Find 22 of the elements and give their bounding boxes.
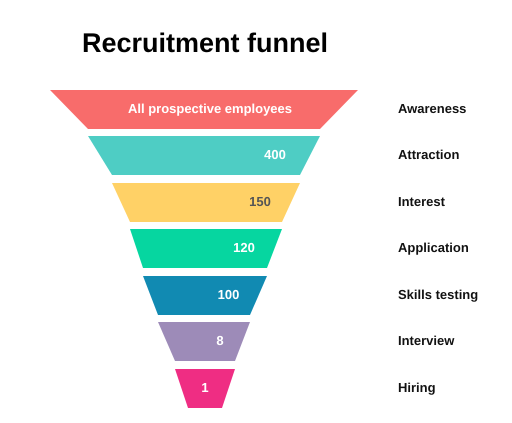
band-value: 1 bbox=[200, 380, 210, 395]
stage-label: Application bbox=[398, 240, 469, 255]
stage-label: Interest bbox=[398, 194, 445, 209]
funnel-band bbox=[50, 90, 358, 129]
funnel-band bbox=[130, 229, 282, 268]
band-value: All prospective employees bbox=[126, 101, 293, 116]
funnel-band bbox=[112, 183, 300, 222]
stage-label: Awareness bbox=[398, 101, 466, 116]
band-value: 150 bbox=[248, 194, 272, 209]
stage-label: Hiring bbox=[398, 380, 436, 395]
band-value: 400 bbox=[263, 147, 287, 162]
band-value: 100 bbox=[216, 287, 240, 302]
funnel-band bbox=[158, 322, 250, 361]
funnel-band bbox=[88, 136, 320, 175]
band-value: 8 bbox=[215, 333, 225, 348]
band-value: 120 bbox=[232, 240, 256, 255]
funnel-band bbox=[175, 369, 235, 408]
stage-label: Skills testing bbox=[398, 287, 478, 302]
stage-label: Attraction bbox=[398, 147, 460, 162]
funnel-band bbox=[143, 276, 267, 315]
diagram-title: Recruitment funnel bbox=[80, 28, 330, 59]
stage-label: Interview bbox=[398, 333, 454, 348]
